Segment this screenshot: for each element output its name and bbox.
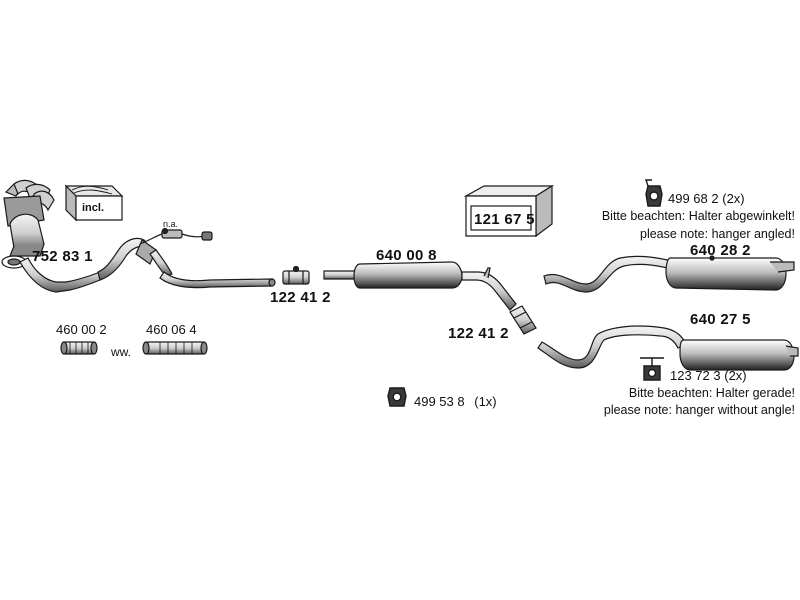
note-angled-de: Bitte beachten: Halter abgewinkelt! — [601, 209, 795, 223]
note-straight-en: please note: hanger without angle! — [603, 403, 795, 417]
part-number-123723-value: 123 72 3 — [670, 368, 721, 383]
part-number-499682: 499 68 2 (2x) — [668, 191, 745, 206]
part-number-499538: 499 53 8 (1x) — [414, 394, 497, 409]
exhaust-manifold-catalyst — [1, 179, 101, 293]
center-muffler-pipe — [323, 261, 517, 311]
incl-label: incl. — [82, 202, 105, 214]
rear-muffler-upper — [543, 255, 795, 293]
na-label: n.a. — [163, 219, 179, 229]
part-number-499682-qty: (2x) — [722, 191, 745, 206]
part-number-640282: 640 28 2 — [690, 242, 751, 259]
part-number-499538-qty: (1x) — [474, 394, 497, 409]
note-angled-en: please note: hanger angled! — [640, 227, 795, 241]
clamp-coupler-icon-2 — [509, 305, 537, 335]
part-number-640008: 640 00 8 — [376, 247, 437, 264]
gasket-box-icon — [64, 184, 124, 222]
flex-pipe-long-icon — [142, 341, 208, 355]
front-pipe — [97, 227, 276, 289]
hanger-angled-icon — [645, 179, 663, 207]
part-number-460064: 460 06 4 — [146, 322, 197, 337]
part-number-460002: 460 00 2 — [56, 322, 107, 337]
part-number-123723-qty: (2x) — [724, 368, 747, 383]
part-number-640275: 640 27 5 — [690, 311, 751, 328]
ww-label: ww. — [111, 345, 132, 359]
part-number-122412-rear: 122 41 2 — [448, 325, 509, 342]
kit-box-icon — [463, 184, 555, 238]
part-number-499538-value: 499 53 8 — [414, 394, 465, 409]
part-number-123723: 123 72 3 (2x) — [670, 368, 747, 383]
note-straight-de: Bitte beachten: Halter gerade! — [628, 386, 795, 400]
clamp-coupler-icon — [282, 265, 310, 285]
rear-muffler-lower — [537, 325, 799, 371]
part-number-499682-value: 499 68 2 — [668, 191, 719, 206]
part-number-752831: 752 83 1 — [32, 248, 93, 265]
part-number-121675: 121 67 5 — [474, 211, 535, 228]
flex-pipe-short-icon — [60, 341, 98, 355]
hanger-straight-icon — [640, 357, 664, 381]
rubber-hanger-icon — [387, 387, 407, 407]
part-number-122412-front: 122 41 2 — [270, 289, 331, 306]
